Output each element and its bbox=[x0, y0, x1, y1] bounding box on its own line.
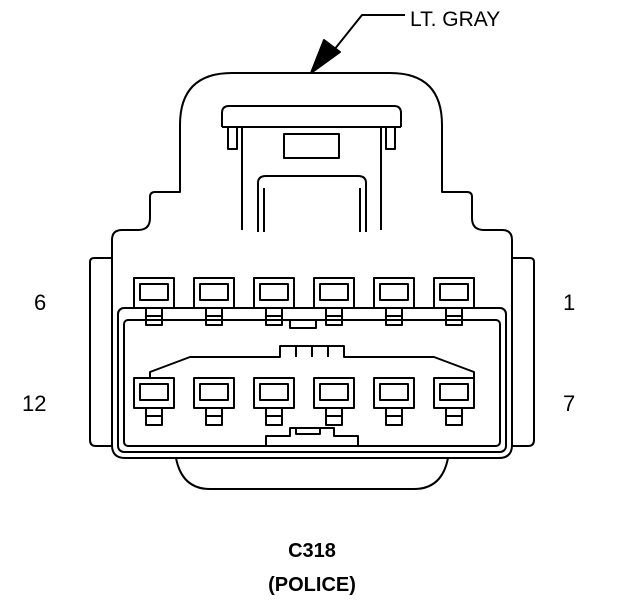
bottom-bump bbox=[175, 457, 449, 490]
cavity-6 bbox=[133, 277, 175, 326]
cavity-8 bbox=[373, 377, 415, 426]
right-side-tab bbox=[512, 257, 535, 447]
cavity-row-top bbox=[133, 277, 475, 326]
arrow-head bbox=[310, 39, 341, 74]
cavity-2 bbox=[373, 277, 415, 326]
connector-housing bbox=[111, 72, 513, 459]
cavity-3 bbox=[313, 277, 355, 326]
connector-id: C318 bbox=[288, 540, 336, 562]
latch-button bbox=[257, 175, 367, 232]
bottom-notch bbox=[265, 427, 359, 446]
bottom-notch-key bbox=[295, 427, 321, 435]
leader-line bbox=[329, 14, 405, 56]
center-key bbox=[289, 319, 317, 329]
connector-description: (POLICE) bbox=[268, 574, 356, 596]
cavity-9 bbox=[313, 377, 355, 426]
cavity-1 bbox=[433, 277, 475, 326]
pin-label-top-left: 6 bbox=[34, 290, 47, 315]
pin-label-bottom-left: 12 bbox=[22, 391, 47, 416]
cavity-11 bbox=[193, 377, 235, 426]
latch-frame bbox=[221, 105, 402, 127]
pin-label-bottom-right: 7 bbox=[563, 391, 576, 416]
terminal-face bbox=[117, 307, 507, 453]
pin-label-top-right: 1 bbox=[563, 290, 576, 315]
latch-right-leg bbox=[385, 126, 396, 150]
cavity-row-bottom bbox=[133, 377, 475, 426]
latch-left-leg bbox=[227, 126, 238, 150]
cavity-7 bbox=[433, 377, 475, 426]
latch-window bbox=[283, 133, 340, 159]
cavity-4 bbox=[253, 277, 295, 326]
cavity-12 bbox=[133, 377, 175, 426]
left-side-tab bbox=[89, 257, 112, 447]
cavity-5 bbox=[193, 277, 235, 326]
cavity-10 bbox=[253, 377, 295, 426]
color-label: LT. GRAY bbox=[410, 8, 501, 31]
